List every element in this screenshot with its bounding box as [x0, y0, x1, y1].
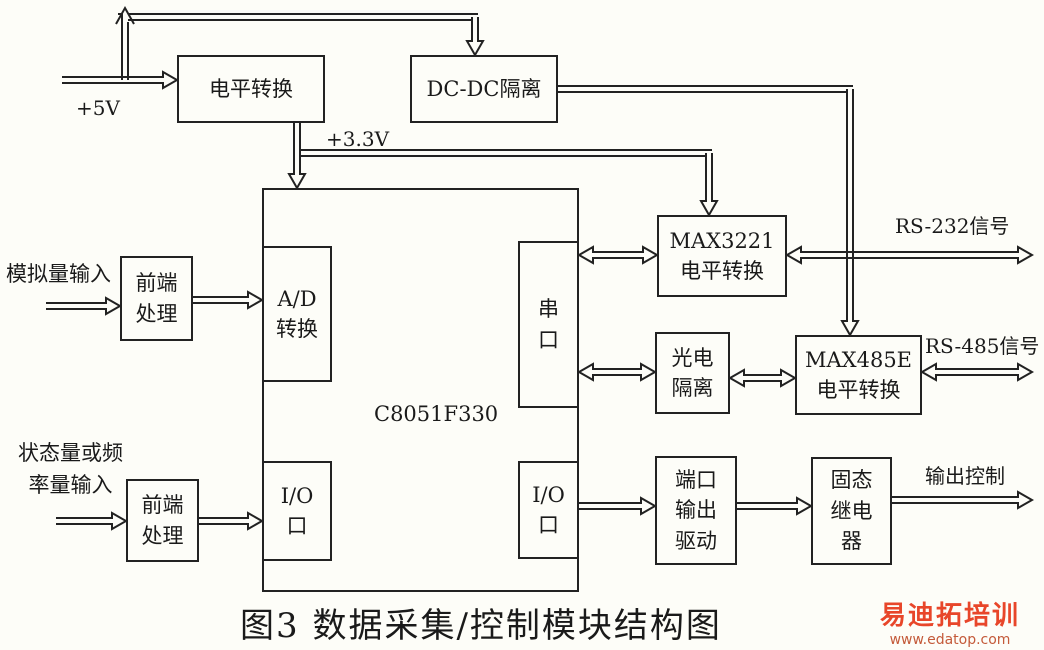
- arrow-status-input: [56, 511, 129, 531]
- arrow-rs232: [784, 245, 1035, 265]
- arrow-frontend1-to-ad: [193, 290, 265, 310]
- max3221-label: MAX3221 电平转换: [669, 228, 775, 283]
- v33-label: +3.3V: [326, 127, 390, 151]
- arrow-output-control: [892, 490, 1035, 510]
- io-port-right-block: I/O 口: [518, 461, 579, 559]
- max485-label: MAX485E 电平转换: [804, 347, 913, 402]
- frontend-block-2: 前端 处理: [126, 479, 199, 562]
- io-port-left-block: I/O 口: [262, 461, 332, 561]
- optocoupler-block: 光电 隔离: [655, 332, 730, 414]
- arrow-5v-to-level-shift: [62, 70, 180, 90]
- mcu-label: C8051F330: [374, 402, 499, 426]
- arrow-analog-input: [46, 296, 123, 316]
- arrow-rs485: [919, 362, 1035, 382]
- rs485-label: RS-485信号: [925, 334, 1040, 358]
- arrow-io-to-driver: [579, 496, 658, 516]
- output-control-label: 输出控制: [925, 464, 1005, 488]
- max485-block: MAX485E 电平转换: [795, 335, 922, 415]
- ssr-block: 固态 继电 器: [811, 457, 892, 565]
- arrow-3v3-to-max3221: [699, 153, 719, 218]
- watermark-title: 易迪拓培训: [880, 601, 1021, 631]
- io-port-right-label: I/O 口: [532, 482, 565, 537]
- figure-caption: 图3 数据采集/控制模块结构图: [240, 606, 722, 646]
- frontend-block-1: 前端 处理: [120, 256, 193, 341]
- arrow-serial-max3221: [576, 245, 660, 265]
- max3221-block: MAX3221 电平转换: [657, 215, 787, 297]
- watermark-url: www.edatop.com: [889, 632, 1011, 648]
- ssr-label: 固态 继电 器: [830, 468, 873, 554]
- arrow-opto-max485: [727, 368, 798, 388]
- level-shift-block: 电平转换: [177, 55, 325, 123]
- arrow-serial-opto: [576, 362, 658, 382]
- frontend-label-2: 前端 处理: [141, 493, 184, 548]
- serial-port-block: 串 口: [518, 241, 579, 408]
- serial-port-label: 串 口: [538, 297, 559, 352]
- frontend-label-1: 前端 处理: [135, 271, 178, 326]
- port-driver-label: 端口 输出 驱动: [675, 467, 717, 553]
- dcdc-isolation-label: DC-DC隔离: [426, 76, 542, 101]
- v5-label: +5V: [76, 96, 120, 120]
- dcdc-isolation-block: DC-DC隔离: [410, 55, 558, 123]
- arrow-frontend2-to-io: [199, 511, 265, 531]
- optocoupler-label: 光电 隔离: [671, 345, 714, 400]
- rs232-label: RS-232信号: [895, 214, 1010, 238]
- arrowhead-5v-top: [115, 5, 135, 25]
- arrow-driver-to-ssr: [737, 496, 814, 516]
- watermark-logo: 易迪拓培训 www.edatop.com: [880, 595, 1020, 648]
- port-driver-block: 端口 输出 驱动: [655, 456, 737, 565]
- analog-input-label: 模拟量输入: [6, 262, 111, 286]
- arrow-to-dcdc: [465, 17, 485, 58]
- status-input-label: 状态量或频 率量输入: [18, 441, 123, 497]
- io-port-left-label: I/O 口: [280, 483, 314, 538]
- arrow-to-max485: [840, 89, 860, 338]
- level-shift-label: 电平转换: [209, 76, 293, 101]
- ad-converter-block: A/D 转换: [262, 246, 332, 382]
- ad-converter-label: A/D 转换: [276, 286, 318, 341]
